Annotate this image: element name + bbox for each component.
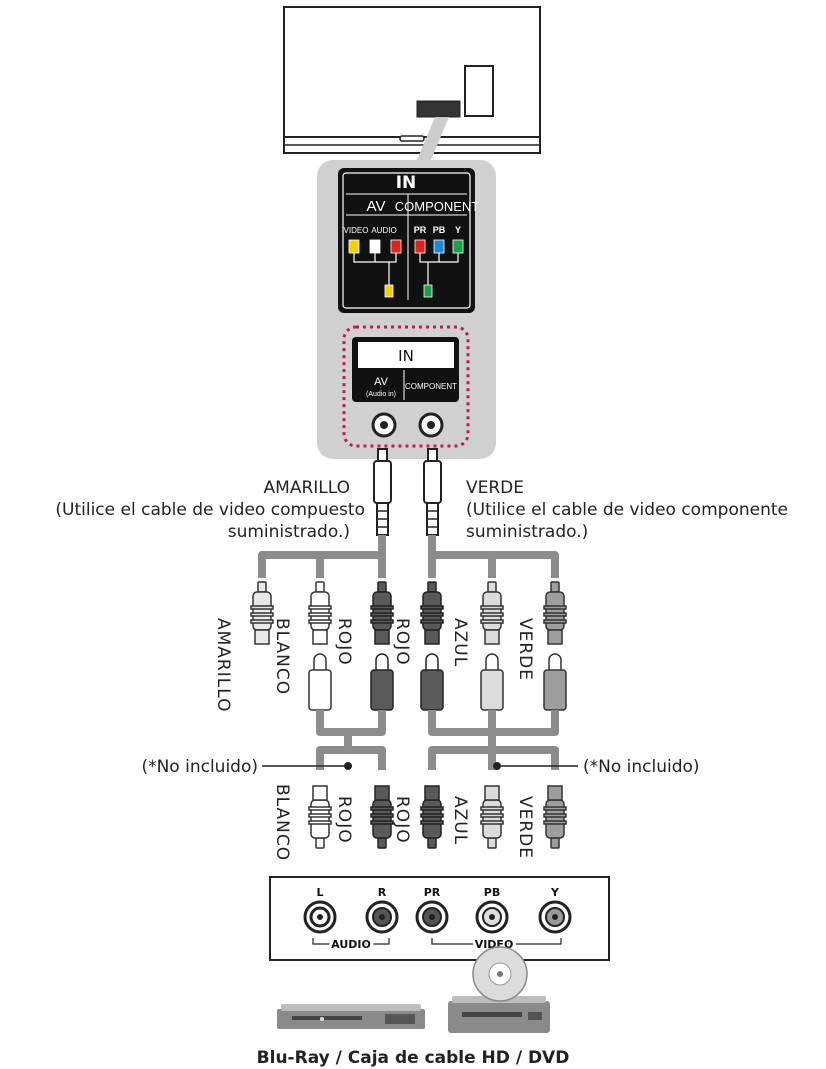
device-plug-white xyxy=(308,785,332,849)
lower-label-rojo-pr: ROJO xyxy=(392,796,412,844)
plug-green xyxy=(543,581,567,645)
component-cable-note-line2: suministrado.) xyxy=(466,522,588,542)
device-caption: Blu-Ray / Caja de cable HD / DVD xyxy=(257,1048,570,1068)
upper-label-rojo-component: ROJO xyxy=(392,618,412,666)
av-cable-color-label: AMARILLO xyxy=(264,478,350,498)
video-port-yellow xyxy=(348,239,360,254)
lower-label-azul: AZUL xyxy=(450,796,470,845)
device-jack-pr xyxy=(415,900,449,934)
device-jack-r xyxy=(365,900,399,934)
av-cable-note-line2: suministrado.) xyxy=(228,522,350,542)
jack-av-sub-label: (Audio in) xyxy=(366,391,396,398)
component-port-y xyxy=(452,239,464,254)
plug-red-component xyxy=(420,581,444,645)
device-plug-green xyxy=(543,785,567,849)
lower-label-rojo-audio: ROJO xyxy=(334,796,354,844)
plug-blue xyxy=(480,581,504,645)
component-port-pr xyxy=(414,239,426,254)
group-av-label: AV xyxy=(367,198,386,215)
upper-label-rojo-av: ROJO xyxy=(334,618,354,666)
plug-red-av xyxy=(370,581,394,645)
not-included-label-left: (*No incluido) xyxy=(141,757,258,777)
tv-input-panel: IN AV COMPONENT VIDEO AUDIO PR PB Y xyxy=(338,168,479,313)
tv-rear-port xyxy=(416,100,461,118)
upper-label-verde: VERDE xyxy=(515,618,535,681)
tv-jack-panel: IN AV (Audio in) COMPONENT xyxy=(352,337,459,438)
lower-label-verde: VERDE xyxy=(515,796,535,859)
device-port-label-pb: PB xyxy=(484,886,500,899)
device-output-panel: L R PR PB Y AUDIO xyxy=(269,876,610,961)
port-y-label: Y xyxy=(455,225,461,235)
upper-label-blanco: BLANCO xyxy=(272,618,292,695)
audio-group-label: AUDIO xyxy=(331,938,371,951)
port-audio-label: AUDIO xyxy=(371,226,396,235)
port-pb-label: PB xyxy=(433,225,446,235)
blu-ray-player-icon xyxy=(277,1004,425,1029)
component-cable-color-label: VERDE xyxy=(466,478,524,498)
tv xyxy=(283,6,541,154)
port-pr-label: PR xyxy=(414,225,427,235)
jack-av-label: AV xyxy=(374,376,389,388)
group-component-label: COMPONENT xyxy=(395,199,480,214)
component-mini-plug xyxy=(423,448,442,536)
device-port-label-pr: PR xyxy=(424,886,441,899)
device-port-label-y: Y xyxy=(550,886,560,899)
plug-yellow xyxy=(250,581,274,645)
audio-port-red xyxy=(390,239,402,254)
device-plug-red-audio xyxy=(370,785,394,849)
component-plug-green xyxy=(423,284,433,298)
device-jack-pb xyxy=(475,900,509,934)
device-jack-l xyxy=(303,900,337,934)
zoom-pointer xyxy=(417,117,449,160)
av-mini-plug xyxy=(373,448,392,536)
upper-label-azul: AZUL xyxy=(450,618,470,667)
jack-highlight xyxy=(342,325,470,448)
device-port-label-r: R xyxy=(378,886,387,899)
jack-component-label: COMPONENT xyxy=(405,382,457,391)
tv-side-port xyxy=(464,65,494,117)
component-port-pb xyxy=(433,239,445,254)
device-plug-red-pr xyxy=(420,785,444,849)
upper-label-amarillo: AMARILLO xyxy=(213,618,233,712)
panel-title: IN xyxy=(396,173,417,193)
not-included-cables xyxy=(316,710,559,770)
component-cable-note-line1: (Utilice el cable de video componente xyxy=(466,500,788,520)
device-plug-blue xyxy=(480,785,504,849)
jack-panel-title: IN xyxy=(398,347,414,365)
av-plug-yellow xyxy=(384,284,394,298)
device-port-label-l: L xyxy=(316,886,323,899)
av-cable-note-line1: (Utilice el cable de video compuesto xyxy=(55,500,365,520)
device-jack-y xyxy=(538,900,572,934)
not-included-label-right: (*No incluido) xyxy=(583,757,700,777)
audio-port-white xyxy=(369,239,381,254)
supplied-cables xyxy=(258,535,559,578)
tv-body xyxy=(283,6,541,154)
lower-label-blanco: BLANCO xyxy=(272,784,292,861)
plug-white xyxy=(308,581,332,645)
dvd-player-icon xyxy=(448,946,550,1033)
port-video-label: VIDEO xyxy=(344,226,369,235)
